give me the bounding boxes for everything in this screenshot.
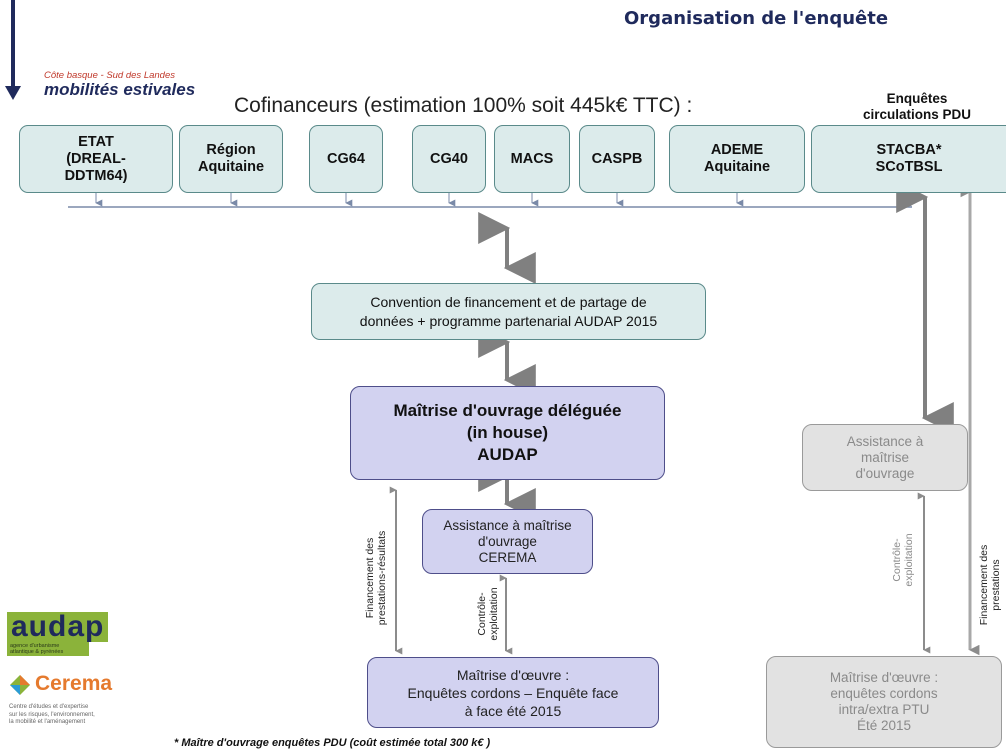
cerema-logo: Cerema Centre d'études et d'expertise su…	[9, 672, 159, 742]
cofinanceur-ademe-aquitaine: ADEME Aquitaine	[669, 125, 805, 193]
moe-box: Maîtrise d'œuvre : Enquêtes cordons – En…	[367, 657, 659, 728]
convention-box: Convention de financement et de partage …	[311, 283, 706, 340]
label-controle-left: Contrôle- exploitation	[476, 587, 500, 641]
cofinanceur-region-aquitaine: Région Aquitaine	[179, 125, 283, 193]
cofinanceur-etat: ETAT (DREAL- DDTM64)	[19, 125, 173, 193]
cofinanceur-caspb: CASPB	[579, 125, 655, 193]
moa-deleguee-box: Maîtrise d'ouvrage déléguée (in house) A…	[350, 386, 665, 480]
amo-cerema-box: Assistance à maîtrise d'ouvrage CEREMA	[422, 509, 593, 574]
audap-logo-text: audap	[7, 612, 109, 642]
cofinanceur-macs: MACS	[494, 125, 570, 193]
audap-logo-subtitle: agence d'urbanisme atlantique & pyrénées	[7, 642, 89, 656]
cofinanceur-cg64: CG64	[309, 125, 383, 193]
cofinanceur-cg40: CG40	[412, 125, 486, 193]
label-financement-resultats: Financement des prestations-résultats	[364, 530, 388, 626]
pdu-box: STACBA* SCoTBSL	[811, 125, 1006, 193]
label-financement-prestations: Financement des prestations	[978, 544, 1002, 626]
brand-tagline: Côte basque - Sud des Landes	[44, 70, 175, 81]
label-controle-right: Contrôle- exploitation	[891, 533, 915, 587]
grey-amo-box: Assistance à maîtrise d'ouvrage	[802, 424, 968, 491]
brand-name: mobilités estivales	[44, 80, 196, 99]
grey-moe-box: Maîtrise d'œuvre : enquêtes cordons intr…	[766, 656, 1002, 748]
cerema-logo-icon	[10, 675, 30, 695]
cerema-logo-subtitle: Centre d'études et d'expertise sur les r…	[9, 704, 95, 725]
cofinanceur-arrows	[95, 192, 912, 207]
cerema-logo-text: Cerema	[35, 672, 113, 695]
enquetes-heading: Enquêtes circulations PDU	[862, 91, 972, 122]
audap-logo: audap agence d'urbanisme atlantique & py…	[7, 612, 157, 662]
footnote: * Maître d'ouvrage enquêtes PDU (coût es…	[174, 737, 491, 749]
cofinanceurs-heading: Cofinanceurs (estimation 100% soit 445k€…	[234, 94, 693, 117]
page-title: Organisation de l'enquête	[624, 8, 889, 29]
